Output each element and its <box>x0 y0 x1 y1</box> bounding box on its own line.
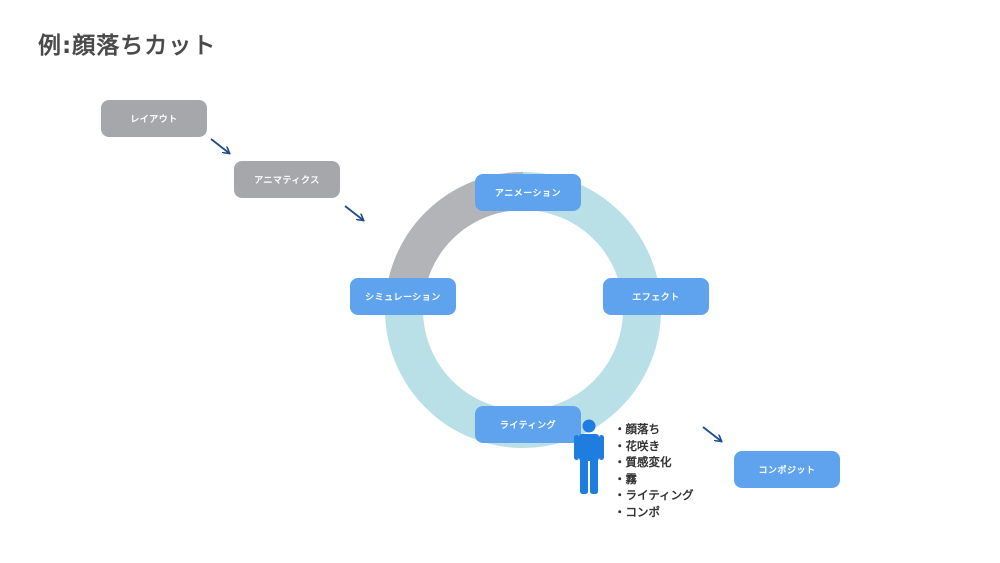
arrow-to-composite <box>702 426 721 441</box>
list-item: 霧 <box>614 471 694 488</box>
person-icon <box>574 419 604 494</box>
list-item: コンポ <box>614 504 694 521</box>
list-item: 質感変化 <box>614 454 694 471</box>
arrow-layout-to-animatics <box>210 138 229 153</box>
effect-box: エフェクト <box>603 278 709 315</box>
list-item: ライティング <box>614 487 694 504</box>
composite-box: コンポジット <box>734 451 840 488</box>
list-item: 顔落ち <box>614 421 694 438</box>
animatics-box: アニマティクス <box>234 161 340 198</box>
arrow-animatics-to-cycle <box>344 205 363 220</box>
layout-box: レイアウト <box>101 100 207 137</box>
simulation-box: シミュレーション <box>350 278 456 315</box>
lighting-box: ライティング <box>475 406 581 443</box>
animation-box: アニメーション <box>475 174 581 211</box>
list-item: 花咲き <box>614 438 694 455</box>
page-title: 例:顔落ちカット <box>38 33 217 59</box>
effect-notes-list: 顔落ち 花咲き 質感変化 霧 ライティング コンポ <box>614 421 694 521</box>
